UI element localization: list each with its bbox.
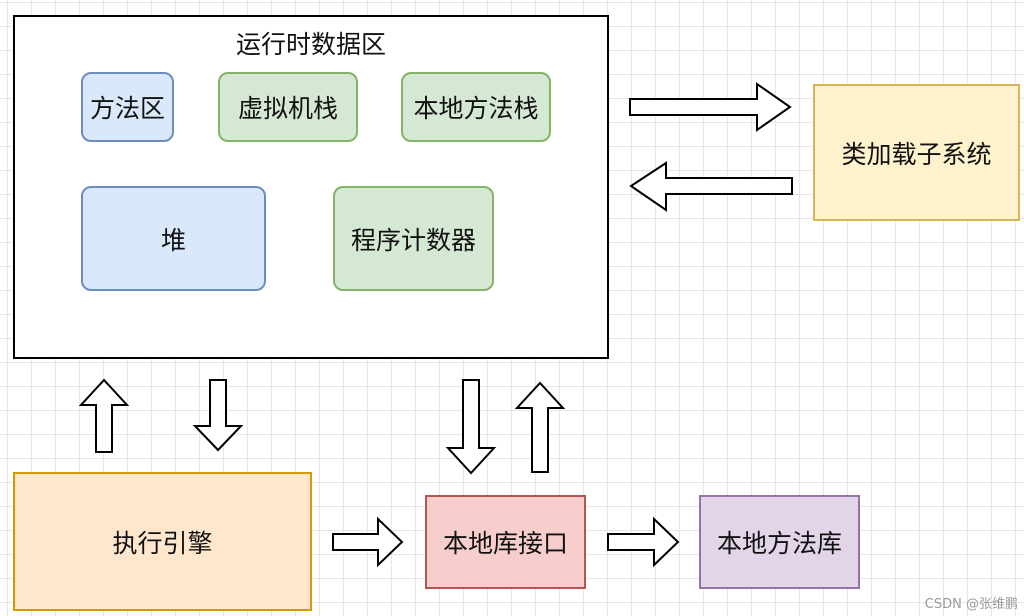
arrow-right-runtime-to-classloader	[629, 82, 792, 132]
program-counter-node: 程序计数器	[333, 186, 494, 291]
arrow-up-interface-to-runtime	[514, 381, 566, 473]
native-method-stack-node: 本地方法栈	[401, 72, 551, 142]
heap-node: 堆	[81, 186, 266, 291]
arrow-right-engine-to-interface	[332, 516, 404, 568]
vm-stack-node: 虚拟机栈	[218, 72, 358, 142]
class-loader-subsystem-node: 类加载子系统	[813, 84, 1020, 221]
arrow-down-runtime-to-engine	[192, 379, 244, 452]
arrow-down-runtime-to-interface	[445, 379, 497, 475]
watermark: CSDN @张维鹏	[924, 597, 1018, 612]
execution-engine-node: 执行引擎	[13, 472, 312, 611]
native-interface-node: 本地库接口	[425, 495, 586, 589]
method-area-node: 方法区	[81, 72, 174, 142]
native-method-library-node: 本地方法库	[699, 495, 860, 589]
runtime-data-area-title: 运行时数据区	[235, 30, 386, 59]
arrow-up-engine-to-runtime	[78, 378, 130, 453]
arrow-right-interface-to-library	[607, 516, 680, 568]
arrow-left-classloader-to-runtime	[629, 161, 793, 212]
